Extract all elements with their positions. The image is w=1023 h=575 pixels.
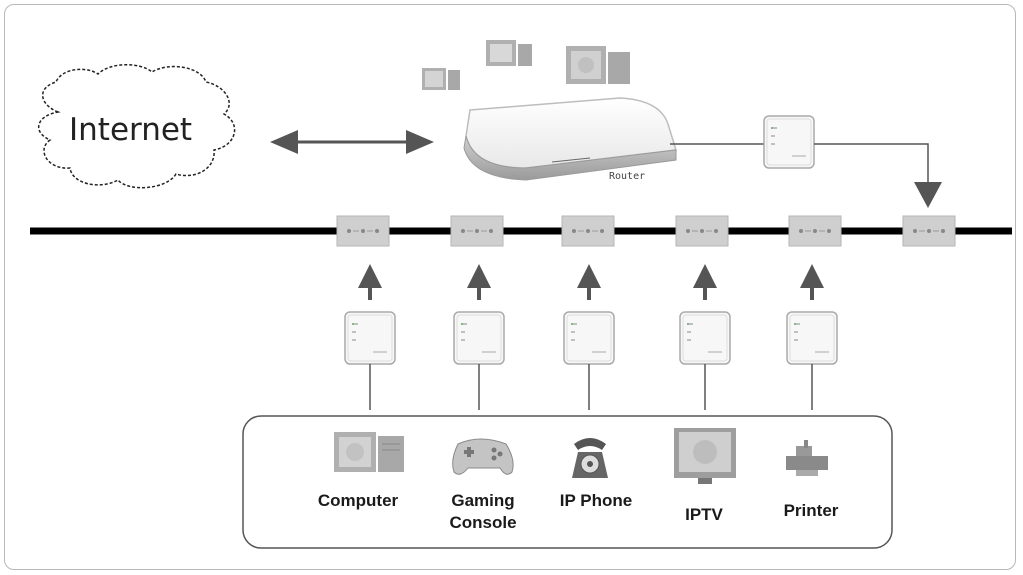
computer-icon xyxy=(566,46,630,84)
power-outlet-icon xyxy=(561,215,615,247)
computer-icon xyxy=(486,40,532,66)
up-arrow-icon xyxy=(577,264,601,300)
up-arrow-icon xyxy=(800,264,824,300)
power-outlet-icon xyxy=(788,215,842,247)
devices-box xyxy=(242,415,893,549)
internet-cloud-icon xyxy=(38,64,236,189)
device-label-computer: Computer xyxy=(317,491,399,510)
adapter-outlet-arrow xyxy=(814,143,942,208)
device-label-gaming-console: Gaming Console xyxy=(449,491,517,532)
power-outlet-icon xyxy=(450,215,504,247)
device-label-ip-phone: IP Phone xyxy=(559,491,633,510)
powerline-adapter-icon xyxy=(786,311,838,365)
up-arrow-icon xyxy=(693,264,717,300)
tv-icon xyxy=(674,428,736,484)
up-arrow-icon xyxy=(467,264,491,300)
up-arrow-icon xyxy=(358,264,382,300)
router-label: Router xyxy=(609,171,646,182)
computer-icon xyxy=(422,68,460,90)
device-cables xyxy=(369,364,813,410)
device-label-printer: Printer xyxy=(783,501,839,520)
powerline-adapter-icon xyxy=(763,115,815,169)
power-outlet-icon xyxy=(675,215,729,247)
gamepad-icon xyxy=(452,438,514,475)
printer-icon xyxy=(786,440,828,476)
power-outlet-icon xyxy=(336,215,390,247)
device-label-iptv: IPTV xyxy=(685,505,723,524)
powerline-adapter-icon xyxy=(563,311,615,365)
phone-icon xyxy=(572,438,608,478)
internet-router-link-arrow xyxy=(270,130,434,154)
router-icon xyxy=(463,97,677,181)
powerline-adapter-icon xyxy=(679,311,731,365)
powerline-adapter-icon xyxy=(453,311,505,365)
internet-label: Internet xyxy=(69,112,193,148)
power-outlet-icon xyxy=(902,215,956,247)
powerline-adapter-icon xyxy=(344,311,396,365)
computer-icon xyxy=(334,432,404,472)
